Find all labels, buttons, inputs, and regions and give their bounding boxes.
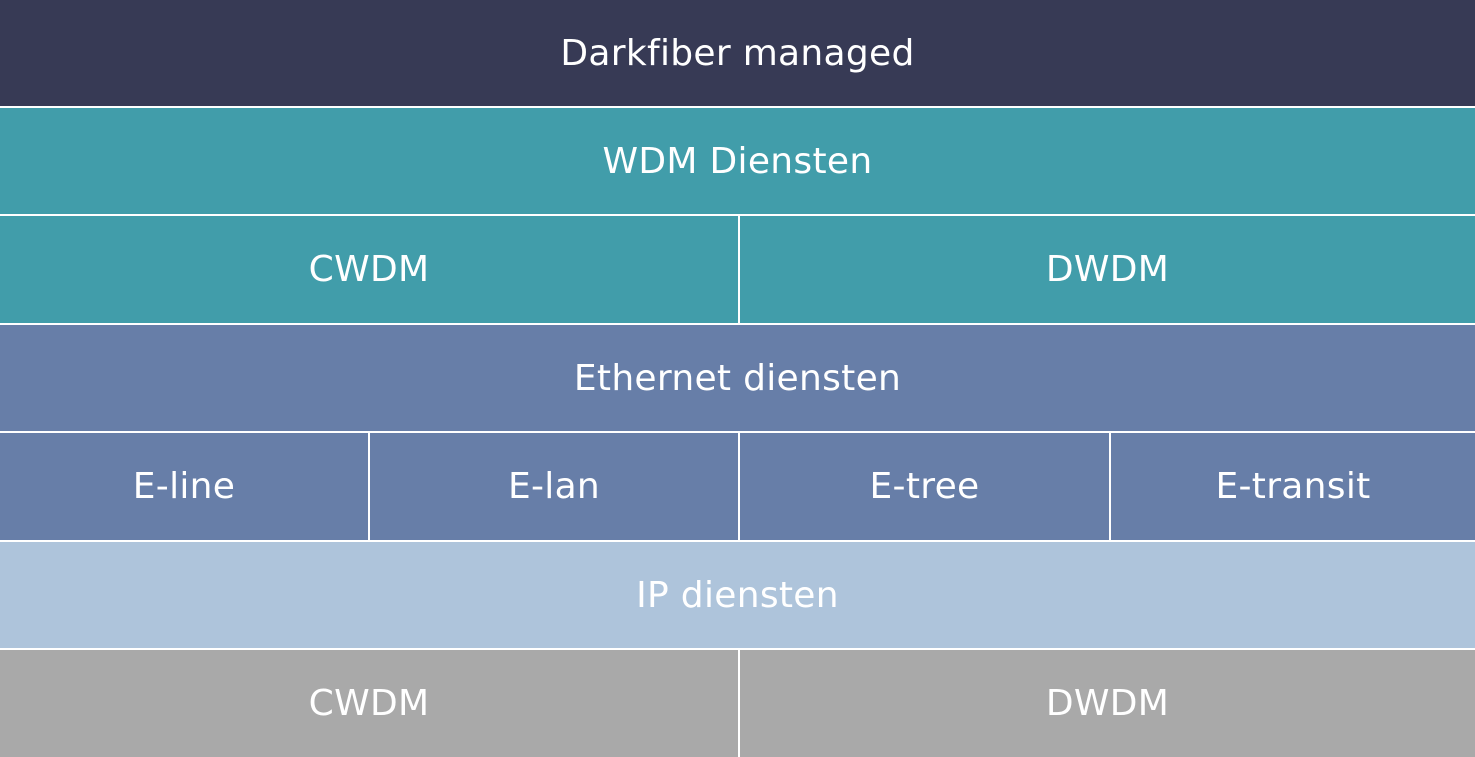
ethernet-cell-e-lan: E-lan: [368, 433, 738, 540]
layer-label-wdm-diensten: WDM Diensten: [0, 108, 1475, 214]
layer-ethernet-sub-row: E-line E-lan E-tree E-transit: [0, 433, 1475, 540]
layer-wdm-diensten: WDM Diensten: [0, 108, 1475, 214]
layer-darkfiber-managed: Darkfiber managed: [0, 0, 1475, 106]
wdm-cell-dwdm: DWDM: [738, 216, 1475, 323]
base-cell-cwdm: CWDM: [0, 650, 738, 757]
layer-label-ip-diensten: IP diensten: [0, 542, 1475, 648]
ethernet-cell-e-transit: E-transit: [1109, 433, 1475, 540]
layer-wdm-sub-row: CWDM DWDM: [0, 216, 1475, 323]
base-cell-dwdm: DWDM: [738, 650, 1475, 757]
layer-base-sub-row: CWDM DWDM: [0, 650, 1475, 757]
layer-label-darkfiber-managed: Darkfiber managed: [0, 0, 1475, 106]
ethernet-cell-e-tree: E-tree: [738, 433, 1109, 540]
wdm-cell-cwdm: CWDM: [0, 216, 738, 323]
layer-label-ethernet-diensten: Ethernet diensten: [0, 325, 1475, 431]
layer-ethernet-diensten: Ethernet diensten: [0, 325, 1475, 431]
ethernet-cell-e-line: E-line: [0, 433, 368, 540]
layer-ip-diensten: IP diensten: [0, 542, 1475, 648]
